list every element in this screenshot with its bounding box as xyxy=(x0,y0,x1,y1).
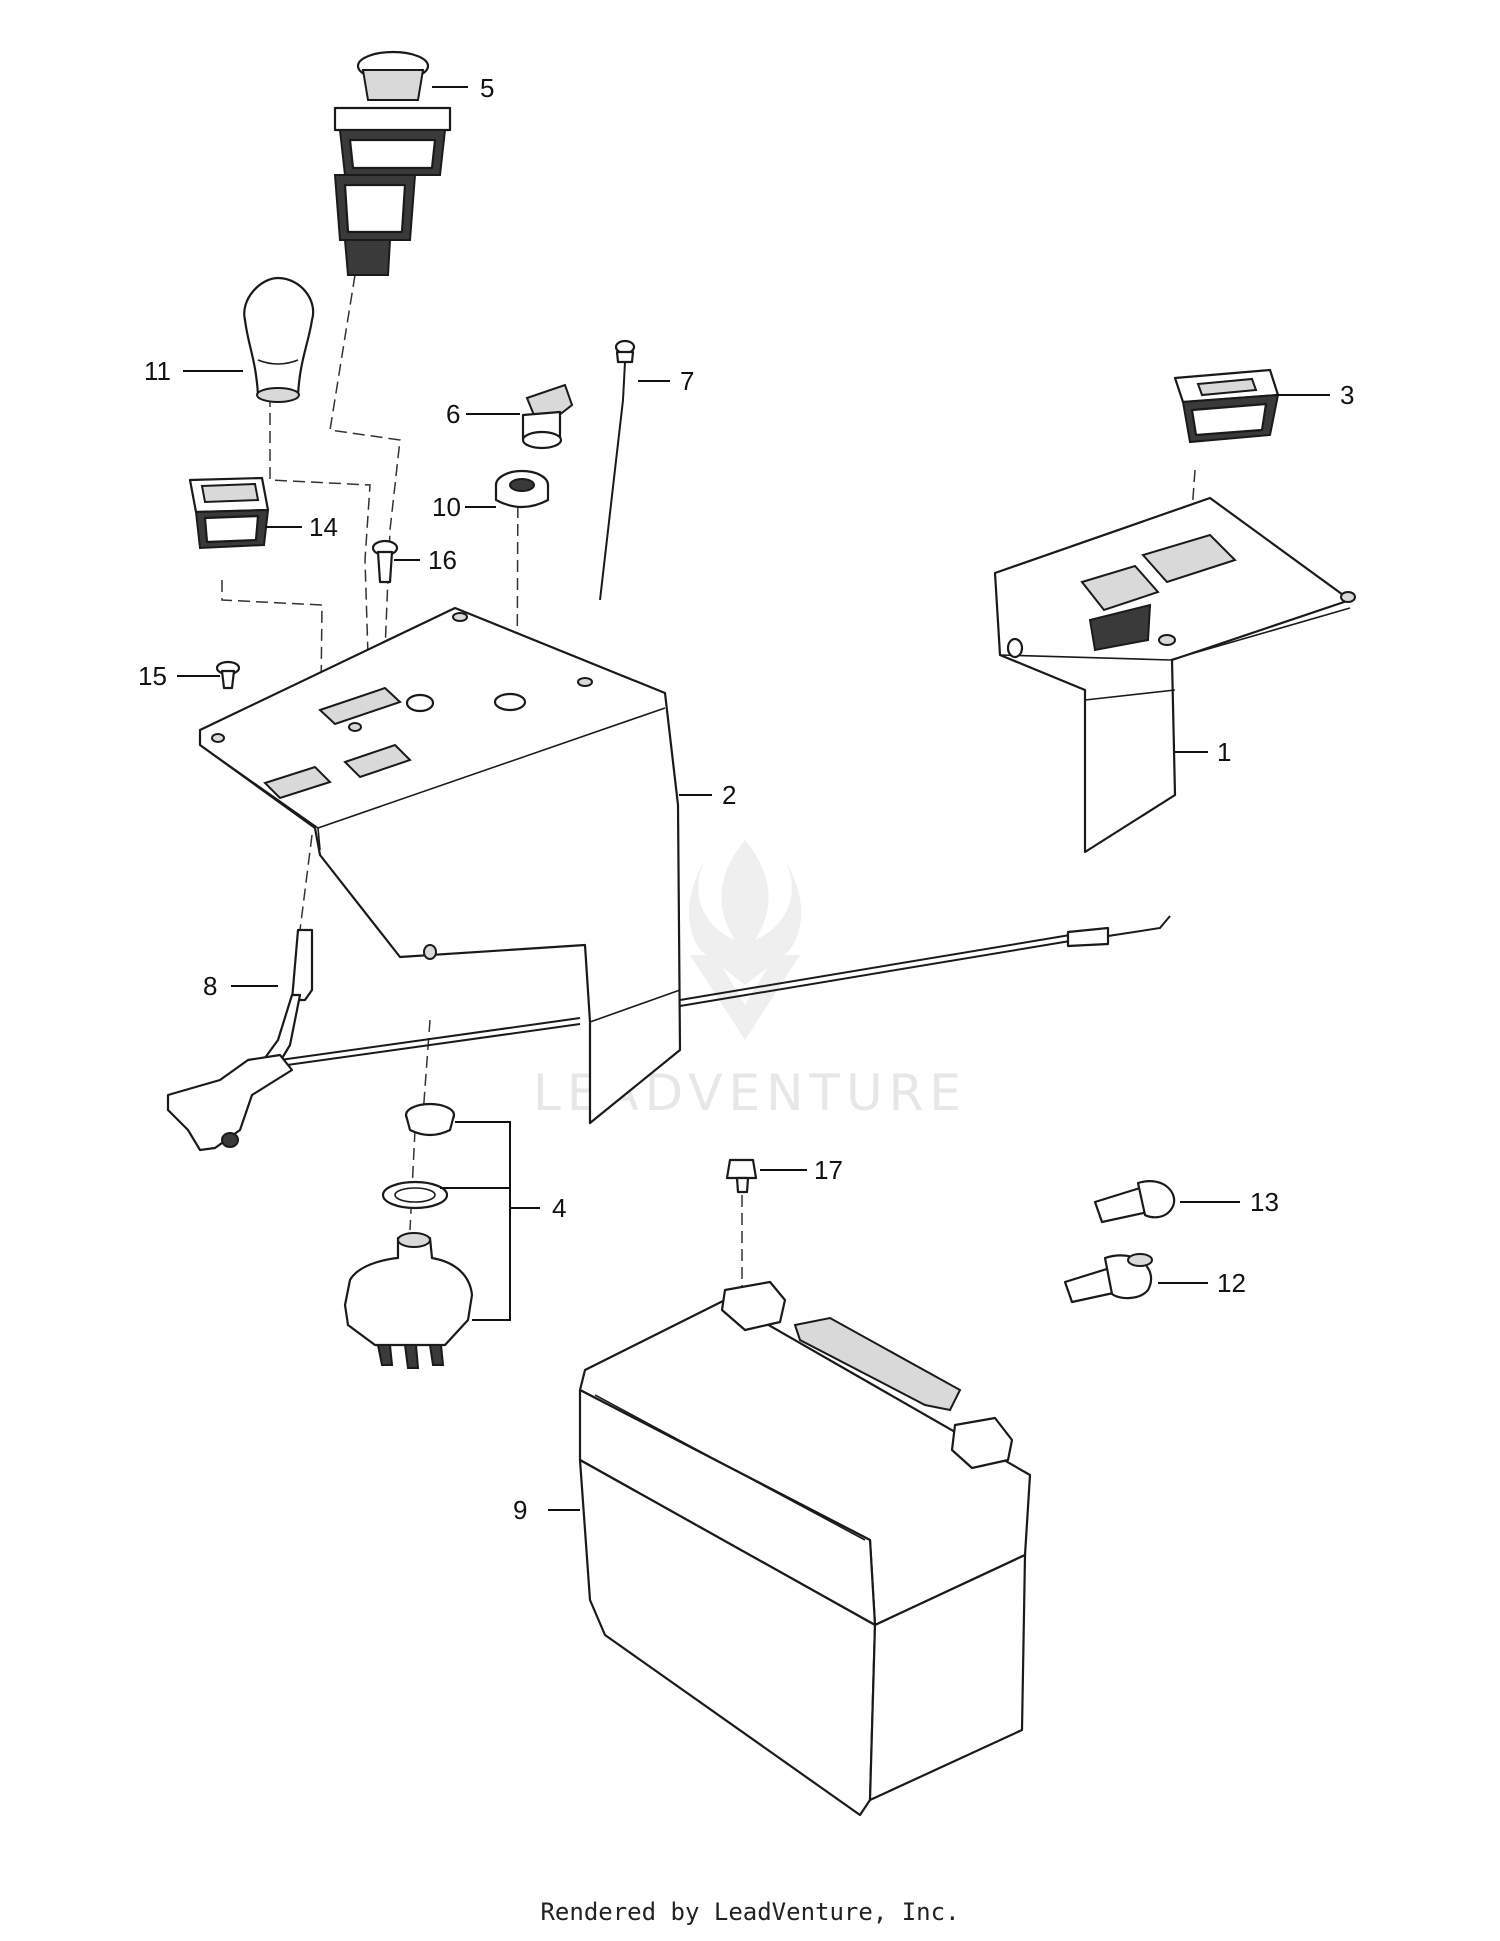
callout-8: 8 xyxy=(203,971,217,1001)
callout-5: 5 xyxy=(480,73,494,103)
leader-lines xyxy=(177,86,1330,1511)
callout-9: 9 xyxy=(513,1495,527,1525)
callout-15: 15 xyxy=(138,661,167,691)
alignment-lines xyxy=(221,274,1196,1288)
callout-11: 11 xyxy=(144,356,171,386)
part-11-knob xyxy=(243,276,315,403)
callout-16: 16 xyxy=(428,545,457,575)
callout-6: 6 xyxy=(446,399,460,429)
callout-4: 4 xyxy=(552,1193,566,1223)
callout-14: 14 xyxy=(309,512,338,542)
callout-17: 17 xyxy=(814,1155,843,1185)
callout-10: 10 xyxy=(432,492,461,522)
part-10-grommet xyxy=(494,469,550,509)
part-7-choke-cable xyxy=(599,339,636,601)
part-13-terminal-cover xyxy=(1093,1180,1176,1224)
callout-3: 3 xyxy=(1340,380,1354,410)
callout-12: 12 xyxy=(1217,1268,1246,1298)
part-1-side-bracket xyxy=(993,496,1356,854)
part-4-ignition-switch xyxy=(343,1102,474,1369)
throttle-cable xyxy=(279,915,1171,1067)
callout-2: 2 xyxy=(722,780,736,810)
callout-7: 7 xyxy=(680,366,694,396)
render-credit: Rendered by LeadVenture, Inc. xyxy=(540,1898,960,1926)
part-9-battery xyxy=(578,1280,1032,1817)
callout-labels: 5 3 1 2 11 6 7 10 14 16 15 8 4 17 13 12 … xyxy=(138,73,1354,1525)
part-4-bracket-leader xyxy=(440,1121,540,1321)
part-6-selector-knob xyxy=(521,383,574,450)
callout-13: 13 xyxy=(1250,1187,1279,1217)
part-14-rocker-switch xyxy=(188,476,270,550)
part-2-control-panel xyxy=(198,606,682,1125)
leadventure-flame-logo xyxy=(688,840,802,985)
watermark-v-mark xyxy=(690,955,800,1040)
part-3-rocker-switch xyxy=(1173,368,1280,444)
part-16-screw xyxy=(371,539,399,584)
part-17-bolt xyxy=(725,1158,758,1194)
part-12-terminal-cover xyxy=(1063,1253,1153,1304)
part-8-throttle-lever xyxy=(166,928,314,1152)
part-5-push-switch xyxy=(333,50,452,276)
callout-1: 1 xyxy=(1217,737,1231,767)
part-15-screw xyxy=(215,660,241,690)
